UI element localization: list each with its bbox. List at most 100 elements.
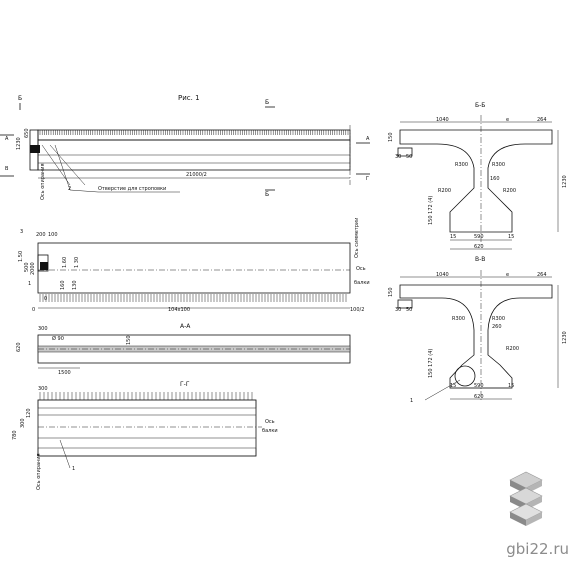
bb-t30: 30 — [395, 154, 401, 160]
anchor-plate — [30, 145, 40, 153]
gg-callout-leader — [59, 439, 71, 469]
cut-marker-v-left: В — [5, 166, 9, 172]
gg-outline — [37, 399, 257, 457]
section-gg-view: Г-Г 300 780 300 120 Ось балки 1 Ось опир… — [12, 381, 278, 490]
bb-w620: 620 — [474, 244, 484, 250]
plan-dim-130: 1 30 — [74, 257, 80, 268]
vv-left-stub — [397, 299, 413, 309]
vv-hole-circle — [454, 365, 476, 387]
holes-label: Отверстие для строповки — [98, 186, 166, 192]
cut-marker-a-right: А — [366, 136, 370, 142]
bb-s15a: 15 — [450, 234, 456, 240]
callout-leader-b — [49, 144, 86, 186]
cut-marker-b-right: Б — [265, 99, 269, 106]
vv-e: e — [506, 272, 509, 278]
zero-mark: 0 — [32, 307, 35, 313]
gg-dim-300b: 300 — [20, 418, 26, 428]
stacked-slabs-icon — [509, 471, 543, 526]
vv-w620: 620 — [474, 394, 484, 400]
section-bb-title: Б-Б — [475, 102, 485, 109]
vv-t30: 30 — [395, 307, 401, 313]
section-aa-view: А-А 300 620 150 Ø 90 1500 — [16, 323, 351, 376]
plan-dim-500: 500 — [24, 262, 30, 272]
gg-support-axis: Ось опирания — [36, 453, 42, 490]
beam-axis-label-2: балки — [354, 280, 370, 286]
section-aa-title: А-А — [180, 323, 191, 330]
bb-r300b: R300 — [492, 162, 505, 168]
bb-d160: 160 — [490, 176, 500, 182]
gg-callout-1: 1 — [72, 466, 75, 472]
vv-tbeam-outline — [399, 284, 553, 389]
aa-dim-150: 150 — [126, 335, 132, 345]
plan-dim-200: 200 — [36, 232, 46, 238]
support-axis-marker: 0 — [44, 296, 47, 302]
cut-marker-b-left: Б — [18, 95, 22, 102]
vv-w264: 264 — [537, 272, 547, 278]
bb-t50: 50 — [406, 154, 412, 160]
gg-bottom-band — [37, 447, 257, 457]
bb-h1230: 1230 — [562, 175, 568, 188]
vv-d260: 260 — [492, 324, 502, 330]
vv-t50: 50 — [406, 307, 412, 313]
spacing-label: 104x100 — [168, 307, 190, 313]
bb-r200a: R200 — [438, 188, 451, 194]
vv-s15a: 15 — [450, 383, 456, 389]
gg-beam-axis-1: Ось — [265, 419, 275, 425]
section-gg-title: Г-Г — [180, 381, 190, 388]
gg-dim-300: 300 — [38, 386, 48, 392]
gg-dim-780: 780 — [12, 430, 18, 440]
symmetry-axis-label: Ось симметрии — [354, 218, 360, 258]
gg-ticks — [39, 392, 253, 400]
section-bb-view: Б-Б 1040 e 264 150 30 50 R300 R300 160 R… — [388, 102, 568, 250]
plan-outline — [37, 242, 351, 294]
plan-dim-160b: 160 — [60, 280, 66, 290]
vv-callout-leader — [424, 379, 461, 401]
bb-e: e — [506, 117, 509, 123]
bb-s15b: 15 — [508, 234, 514, 240]
watermark: gbi22.ru — [478, 471, 573, 558]
vv-s590: 590 — [474, 383, 484, 389]
aa-dim-1500: 1500 — [58, 370, 71, 376]
vv-r200: R200 — [506, 346, 519, 352]
plan-rebar-ticks — [39, 294, 347, 302]
span-label: 21000/2 — [186, 172, 207, 178]
plan-dim-100: 100 — [48, 232, 58, 238]
bb-s590: 590 — [474, 234, 484, 240]
vv-t150: 150 — [388, 287, 394, 297]
callout-3: 3 — [20, 229, 23, 235]
vv-callout-1: 1 — [410, 398, 413, 404]
flange-hatching — [39, 130, 349, 135]
gg-beam-axis-2: балки — [262, 428, 278, 434]
vv-h1230: 1230 — [562, 331, 568, 344]
vv-r300a: R300 — [452, 316, 465, 322]
aa-hatching — [39, 346, 349, 352]
dim-650: 650 — [24, 128, 30, 138]
bb-side-dims: 150 172 (4) — [428, 196, 434, 225]
spacing-end: 100/2 — [350, 307, 364, 313]
bb-w1040: 1040 — [436, 117, 449, 123]
bb-w264: 264 — [537, 117, 547, 123]
beam-axis-label-1: Ось — [356, 266, 366, 272]
aa-dim-300: 300 — [38, 326, 48, 332]
plan-dim-160: 1.60 — [62, 257, 68, 268]
callout-2: 2 — [68, 186, 71, 192]
watermark-text: gbi22.ru — [506, 540, 569, 558]
cut-marker-a-left: А — [5, 136, 9, 142]
dim-1230: 1230 — [16, 137, 22, 150]
callout-4: 1 — [28, 281, 31, 287]
callout-leader-a — [41, 144, 71, 186]
vv-side-dims: 150 172 (4) — [428, 349, 434, 378]
section-vv-view: В-В 1040 e 264 150 30 50 R300 R300 260 R… — [388, 256, 568, 404]
gg-top-band — [37, 399, 257, 409]
vv-r300b: R300 — [492, 316, 505, 322]
plan-view: 0 104x100 100/2 3 1 200 100 1.50 500 200… — [18, 218, 370, 313]
plan-dim-150: 1.50 — [18, 251, 24, 262]
section-vv-title: В-В — [475, 256, 485, 263]
gg-dim-120: 120 — [26, 408, 32, 418]
bb-r300a: R300 — [455, 162, 468, 168]
support-axis-label-top: Ось опирания — [40, 163, 46, 200]
bb-r200b: R200 — [503, 188, 516, 194]
plan-anchor — [40, 262, 48, 270]
bb-left-stub — [397, 147, 413, 157]
